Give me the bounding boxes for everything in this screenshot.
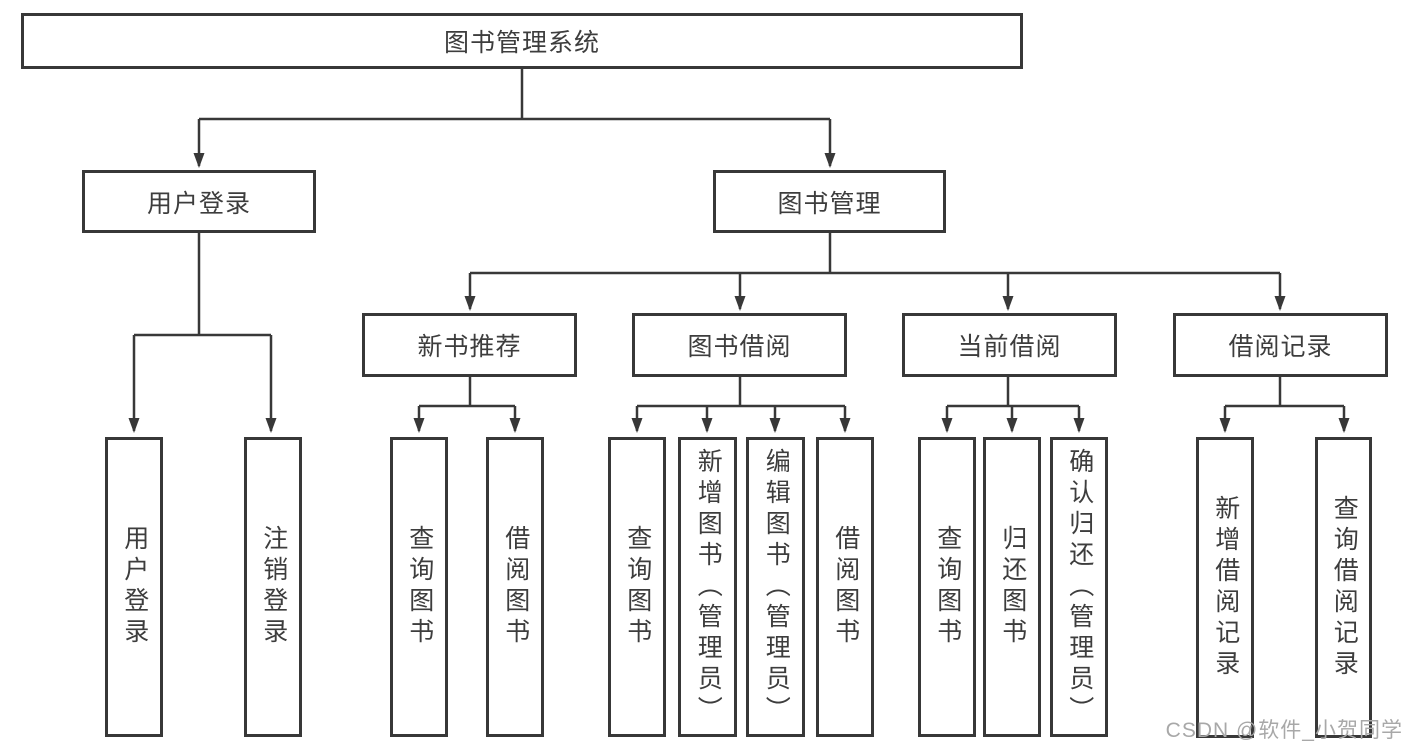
node-root-system: 图书管理系统 (21, 13, 1023, 69)
node-book-management-label: 图书管理 (777, 189, 882, 218)
node-book-borrow: 图书借阅 (632, 313, 847, 377)
leaf-current-return-book-label: 归还图书 (998, 525, 1027, 649)
leaf-recommend-borrow-book: 借阅图书 (486, 437, 544, 737)
leaf-records-query-record: 查询借阅记录 (1315, 437, 1372, 738)
leaf-current-query-book-label: 查询图书 (933, 525, 962, 649)
leaf-current-return-book: 归还图书 (983, 437, 1041, 737)
node-user-login-label: 用户登录 (146, 189, 251, 218)
leaf-user-login: 用户登录 (105, 437, 163, 737)
leaf-current-confirm-return-admin-label: 确认归还（管理员） (1065, 447, 1094, 727)
node-book-borrow-label: 图书借阅 (687, 333, 792, 361)
leaf-borrow-edit-book-admin-label: 编辑图书（管理员） (762, 447, 791, 727)
leaf-borrow-borrow-book-label: 借阅图书 (831, 525, 860, 649)
leaf-logout-label: 注销登录 (259, 525, 288, 649)
leaf-user-login-label: 用户登录 (120, 525, 149, 649)
leaf-recommend-borrow-book-label: 借阅图书 (501, 525, 530, 649)
leaf-records-add-record-label: 新增借阅记录 (1211, 494, 1240, 681)
leaf-current-confirm-return-admin: 确认归还（管理员） (1050, 437, 1108, 737)
leaf-borrow-query-book-label: 查询图书 (623, 525, 652, 649)
node-new-book-recommend-label: 新书推荐 (417, 333, 522, 361)
node-borrow-records: 借阅记录 (1173, 313, 1388, 377)
node-current-borrow: 当前借阅 (902, 313, 1117, 377)
node-root-system-label: 图书管理系统 (443, 29, 600, 57)
leaf-borrow-add-book-admin-label: 新增图书（管理员） (694, 447, 723, 727)
leaf-borrow-borrow-book: 借阅图书 (816, 437, 874, 737)
node-new-book-recommend: 新书推荐 (362, 313, 577, 377)
csdn-watermark: CSDN @软件_小贺同学 (1165, 719, 1403, 742)
leaf-records-add-record: 新增借阅记录 (1196, 437, 1254, 738)
node-borrow-records-label: 借阅记录 (1228, 333, 1333, 361)
leaf-borrow-edit-book-admin: 编辑图书（管理员） (746, 437, 805, 737)
leaf-borrow-query-book: 查询图书 (608, 437, 666, 737)
leaf-logout: 注销登录 (244, 437, 302, 737)
leaf-current-query-book: 查询图书 (918, 437, 976, 737)
leaf-recommend-query-book: 查询图书 (390, 437, 448, 737)
leaf-borrow-add-book-admin: 新增图书（管理员） (678, 437, 737, 737)
node-book-management: 图书管理 (713, 170, 946, 233)
leaf-records-query-record-label: 查询借阅记录 (1330, 494, 1359, 681)
node-user-login: 用户登录 (82, 170, 316, 233)
leaf-recommend-query-book-label: 查询图书 (405, 525, 434, 649)
node-current-borrow-label: 当前借阅 (957, 333, 1062, 361)
